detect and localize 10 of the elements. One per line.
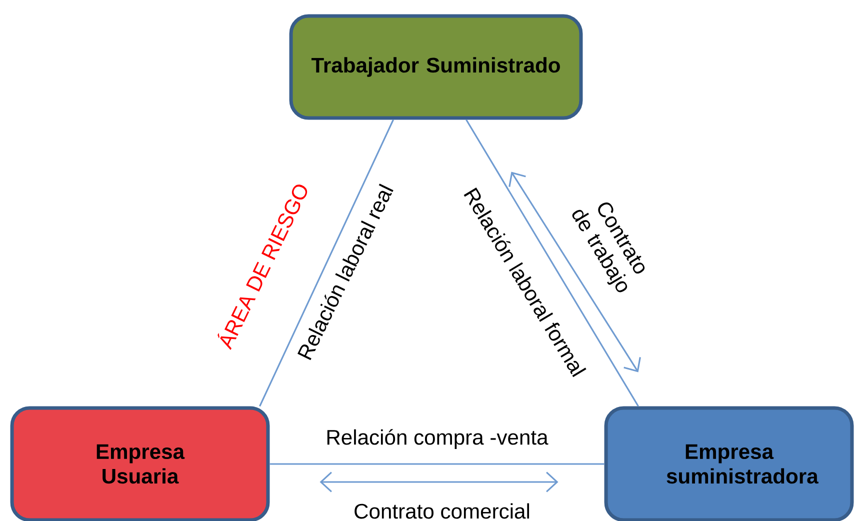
- connector-line: [270, 463, 604, 465]
- edge-label: Contrato comercial: [354, 503, 530, 519]
- process-box: Empresa suministradora: [604, 406, 854, 521]
- double-arrow: [508, 172, 641, 372]
- double-arrow: [320, 472, 558, 492]
- connector-line: [466, 119, 639, 407]
- process-box: Empresa Usuaria: [10, 406, 270, 521]
- process-box: Trabajador Suministrado: [289, 14, 583, 120]
- connector-line: [259, 119, 394, 407]
- edge-label: Relación compra -venta: [327, 429, 548, 449]
